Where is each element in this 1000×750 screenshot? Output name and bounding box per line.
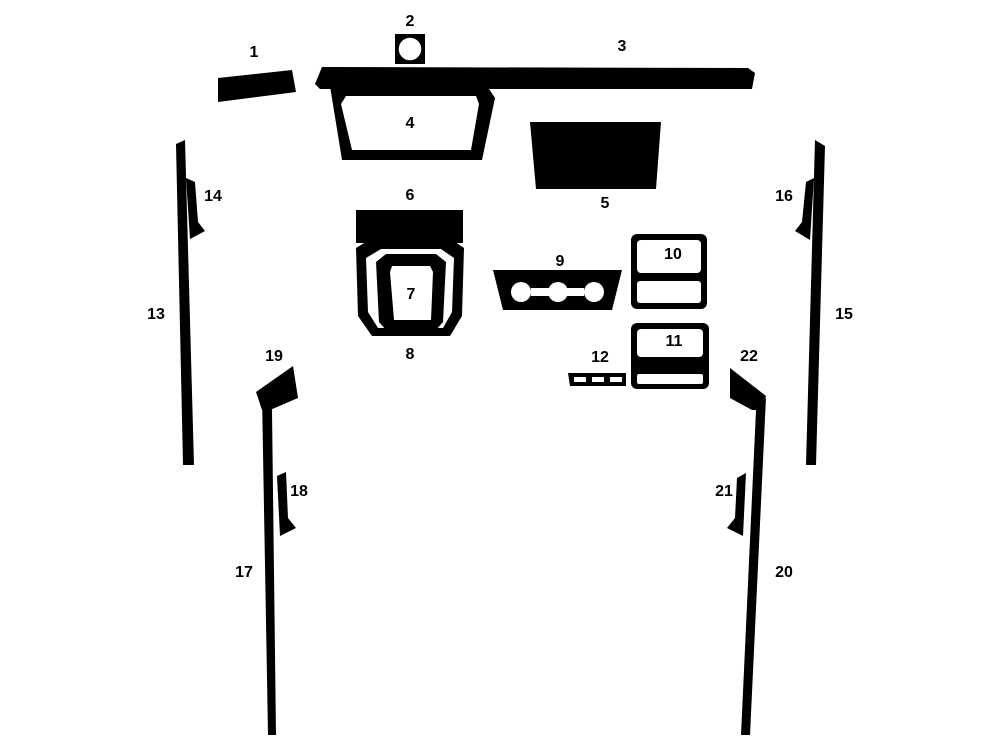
label-18: 18 — [290, 483, 308, 500]
label-3: 3 — [618, 38, 627, 55]
label-10: 10 — [664, 246, 682, 263]
label-16: 16 — [775, 188, 793, 205]
label-9: 9 — [556, 253, 565, 270]
piece-19 — [256, 366, 298, 410]
label-11: 11 — [666, 333, 683, 350]
label-22: 22 — [740, 348, 758, 365]
piece-14 — [186, 178, 205, 239]
piece-7-cutout — [390, 266, 433, 320]
label-21: 21 — [715, 483, 733, 500]
piece-6 — [356, 210, 463, 243]
piece-3 — [315, 67, 755, 89]
piece-9-knob-left — [511, 282, 531, 302]
piece-11-cutout-bottom — [637, 374, 703, 384]
label-5: 5 — [601, 195, 610, 212]
piece-12-slot-c — [610, 377, 622, 382]
piece-22 — [730, 368, 766, 410]
piece-10-cutout-top — [637, 240, 701, 273]
piece-21 — [727, 473, 746, 536]
piece-16 — [795, 178, 814, 240]
label-12: 12 — [591, 349, 609, 366]
label-19: 19 — [265, 348, 283, 365]
piece-12-slot-b — [592, 377, 604, 382]
piece-15 — [806, 140, 825, 465]
label-8: 8 — [406, 346, 415, 363]
piece-9-knob-right — [584, 282, 604, 302]
piece-1 — [218, 70, 296, 102]
label-13: 13 — [147, 306, 165, 323]
piece-2 — [397, 36, 423, 62]
label-14: 14 — [204, 188, 222, 205]
piece-5 — [530, 122, 661, 189]
piece-18 — [277, 472, 296, 536]
label-17: 17 — [235, 564, 253, 581]
label-6: 6 — [406, 187, 415, 204]
piece-20 — [741, 397, 766, 735]
piece-9-bar — [531, 288, 584, 296]
piece-17 — [262, 395, 276, 735]
label-7: 7 — [407, 286, 416, 303]
piece-4-cutout — [341, 96, 479, 150]
piece-11-cutout-top — [637, 329, 703, 357]
piece-10-cutout-bottom — [637, 281, 701, 303]
label-1: 1 — [250, 44, 259, 61]
label-2: 2 — [406, 13, 415, 30]
label-20: 20 — [775, 564, 793, 581]
piece-13 — [176, 140, 194, 465]
label-15: 15 — [835, 306, 853, 323]
piece-12-slot-a — [574, 377, 586, 382]
label-4: 4 — [406, 115, 415, 132]
